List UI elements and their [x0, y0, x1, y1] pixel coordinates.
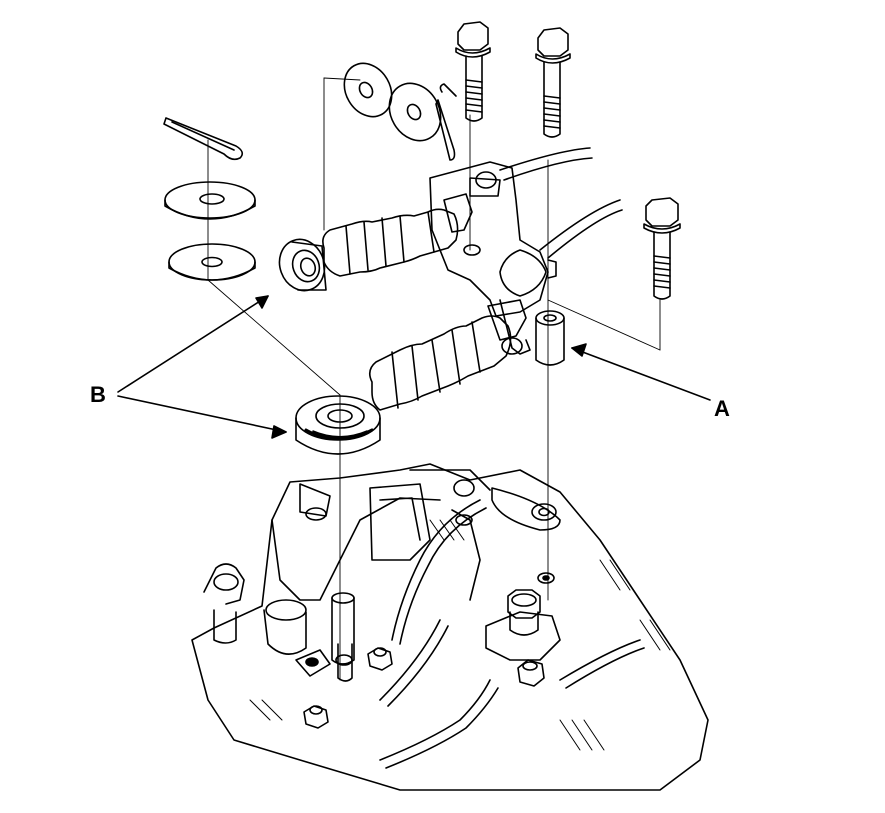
shift-lever-bracket — [429, 161, 557, 355]
shift-shaft-end — [331, 592, 355, 682]
cotter-pin-top — [435, 83, 457, 161]
washer-left-lower — [168, 243, 256, 281]
bolt-top-left — [455, 21, 491, 122]
bushing-accent — [311, 430, 369, 440]
shift-cables — [499, 147, 623, 259]
callout-label-a: A — [714, 396, 730, 421]
callout-label-b: B — [90, 382, 106, 407]
housing-shading — [249, 519, 671, 751]
bolt-right — [643, 197, 681, 300]
lower-bracket-bolt — [485, 572, 561, 661]
washer-left-upper — [164, 181, 256, 220]
arrow-a — [571, 343, 711, 401]
lower-cable-boot — [368, 299, 527, 411]
collar-a — [535, 310, 565, 366]
alignment-lines — [207, 77, 661, 681]
arrow-b-lower — [117, 395, 287, 439]
arrow-b-upper — [117, 295, 269, 393]
washer-top-2 — [388, 82, 442, 142]
bolt-top-right — [535, 27, 571, 138]
washer-top-1 — [343, 62, 393, 118]
lower-bushing-b — [295, 395, 381, 455]
cotter-pin-left — [163, 117, 244, 161]
upper-bushing-b — [278, 238, 327, 292]
transmission-housing — [191, 463, 709, 791]
housing-left-knobs — [203, 563, 331, 677]
transmission-cables — [379, 499, 645, 769]
upper-cable-boot — [322, 193, 473, 277]
